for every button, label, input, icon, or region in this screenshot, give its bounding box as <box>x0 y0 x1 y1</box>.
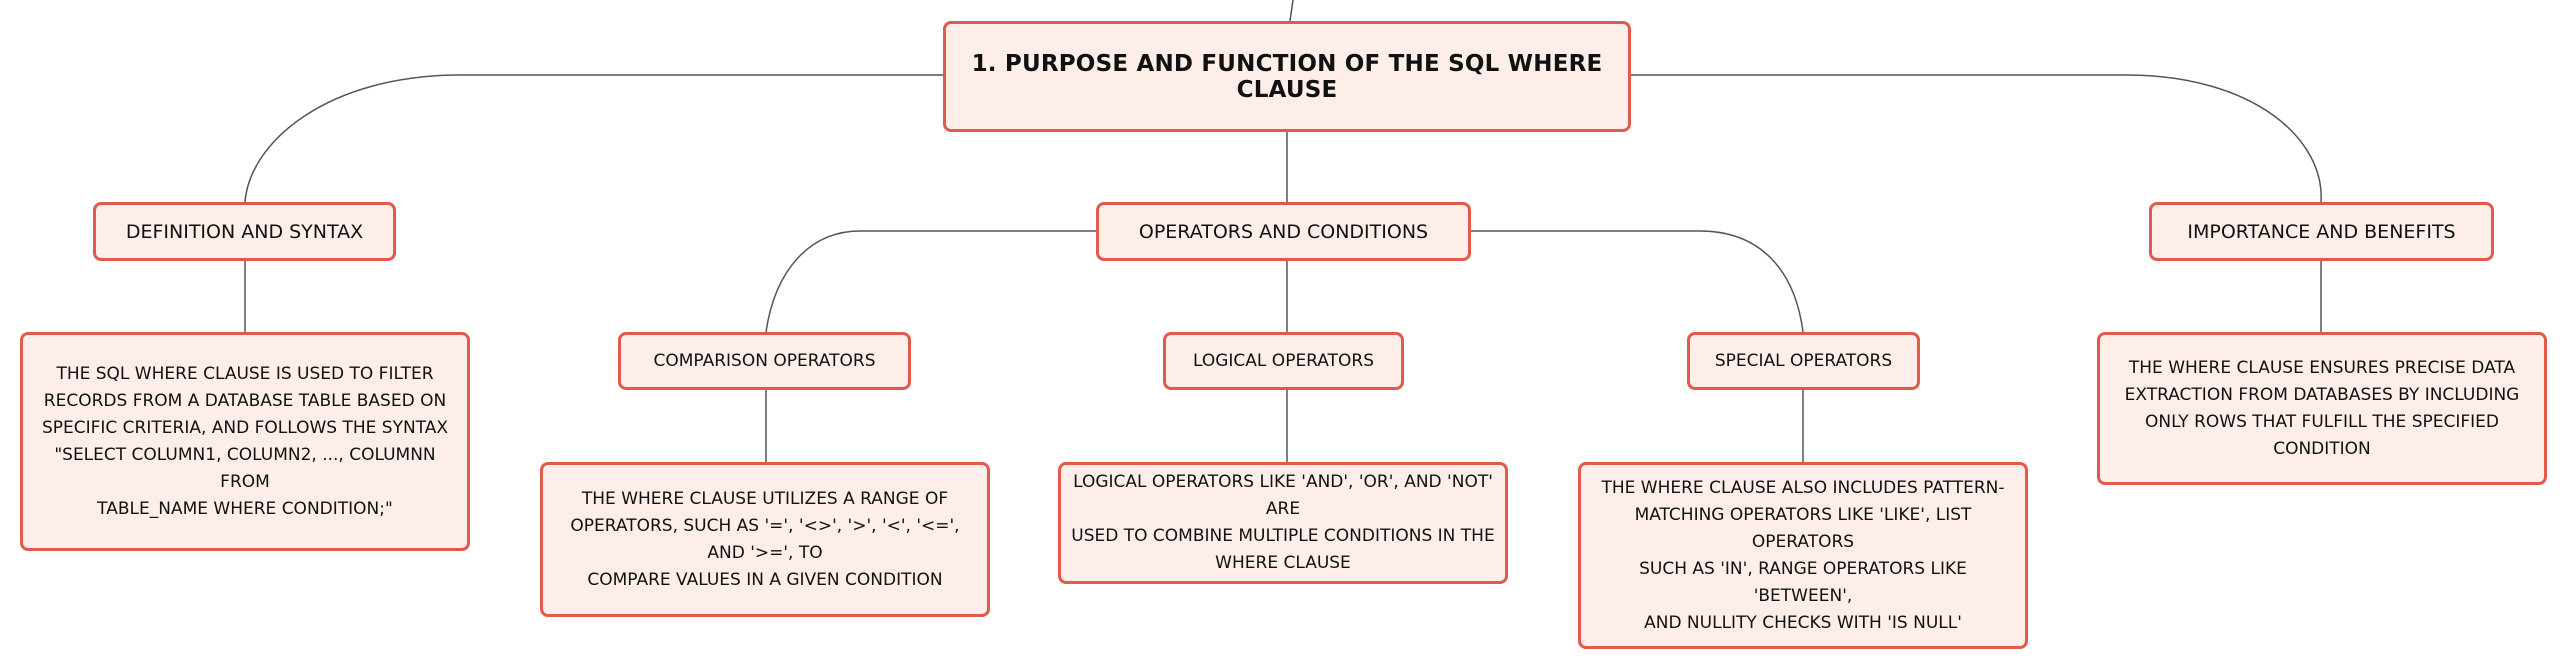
detail-text: THE SQL WHERE CLAUSE IS USED TO FILTER R… <box>31 361 459 523</box>
detail-line: THE WHERE CLAUSE ALSO INCLUDES PATTERN- <box>1601 477 2005 498</box>
detail-line: MATCHING OPERATORS LIKE 'LIKE', LIST OPE… <box>1634 504 1972 552</box>
detail-text: THE WHERE CLAUSE UTILIZES A RANGE OF OPE… <box>551 486 979 594</box>
detail-line: TABLE_NAME WHERE CONDITION;" <box>97 498 393 519</box>
detail-comparison-operators[interactable]: THE WHERE CLAUSE UTILIZES A RANGE OF OPE… <box>540 462 990 617</box>
detail-text: LOGICAL OPERATORS LIKE 'AND', 'OR', AND … <box>1069 469 1497 577</box>
subtopic-logical-operators[interactable]: LOGICAL OPERATORS <box>1163 332 1404 390</box>
connector-operators-to-special <box>1471 230 1804 333</box>
topic-importance-and-benefits[interactable]: IMPORTANCE AND BENEFITS <box>2149 202 2494 261</box>
detail-line: EXTRACTION FROM DATABASES BY INCLUDING <box>2124 384 2520 405</box>
detail-importance-and-benefits[interactable]: THE WHERE CLAUSE ENSURES PRECISE DATA EX… <box>2097 332 2547 485</box>
connector-root-to-definition <box>244 74 943 203</box>
detail-line: RECORDS FROM A DATABASE TABLE BASED ON <box>43 390 447 411</box>
detail-line: CONDITION <box>2273 438 2371 459</box>
root-node[interactable]: 1. PURPOSE AND FUNCTION OF THE SQL WHERE… <box>943 21 1631 132</box>
connector-root-to-importance <box>1631 74 2322 203</box>
detail-line: "SELECT COLUMN1, COLUMN2, ..., COLUMNN F… <box>54 444 436 492</box>
detail-line: LOGICAL OPERATORS LIKE 'AND', 'OR', AND … <box>1073 472 1493 519</box>
subtopic-title: SPECIAL OPERATORS <box>1714 351 1893 371</box>
topic-title: IMPORTANCE AND BENEFITS <box>2187 220 2456 243</box>
topic-operators-and-conditions[interactable]: OPERATORS AND CONDITIONS <box>1096 202 1471 261</box>
connector-operators-to-comparison <box>765 230 1096 333</box>
detail-line: SPECIFIC CRITERIA, AND FOLLOWS THE SYNTA… <box>41 417 449 438</box>
detail-line: OPERATORS, SUCH AS '=', '<>', '>', '<', … <box>570 515 960 563</box>
topic-title: DEFINITION AND SYNTAX <box>125 220 364 243</box>
detail-line: USED TO COMBINE MULTIPLE CONDITIONS IN T… <box>1071 526 1495 546</box>
subtopic-title: LOGICAL OPERATORS <box>1193 351 1374 371</box>
detail-definition-and-syntax[interactable]: THE SQL WHERE CLAUSE IS USED TO FILTER R… <box>20 332 470 551</box>
detail-text: THE WHERE CLAUSE ALSO INCLUDES PATTERN- … <box>1589 475 2017 637</box>
topic-title: OPERATORS AND CONDITIONS <box>1138 220 1429 243</box>
detail-line: WHERE CLAUSE <box>1215 553 1351 573</box>
detail-line: SUCH AS 'IN', RANGE OPERATORS LIKE 'BETW… <box>1639 558 1967 606</box>
root-title: 1. PURPOSE AND FUNCTION OF THE SQL WHERE… <box>971 50 1603 103</box>
topic-definition-and-syntax[interactable]: DEFINITION AND SYNTAX <box>93 202 396 261</box>
connector-parent-to-root <box>1289 0 1294 22</box>
detail-line: THE WHERE CLAUSE UTILIZES A RANGE OF <box>581 488 949 509</box>
detail-line: THE WHERE CLAUSE ENSURES PRECISE DATA <box>2128 357 2516 378</box>
subtopic-special-operators[interactable]: SPECIAL OPERATORS <box>1687 332 1920 390</box>
detail-line: AND NULLITY CHECKS WITH 'IS NULL' <box>1644 612 1962 633</box>
detail-line: THE SQL WHERE CLAUSE IS USED TO FILTER <box>56 363 434 384</box>
subtopic-title: COMPARISON OPERATORS <box>653 351 876 371</box>
detail-special-operators[interactable]: THE WHERE CLAUSE ALSO INCLUDES PATTERN- … <box>1578 462 2028 649</box>
detail-text: THE WHERE CLAUSE ENSURES PRECISE DATA EX… <box>2125 355 2520 463</box>
detail-logical-operators[interactable]: LOGICAL OPERATORS LIKE 'AND', 'OR', AND … <box>1058 462 1508 584</box>
subtopic-comparison-operators[interactable]: COMPARISON OPERATORS <box>618 332 911 390</box>
detail-line: ONLY ROWS THAT FULFILL THE SPECIFIED <box>2145 411 2499 432</box>
detail-line: COMPARE VALUES IN A GIVEN CONDITION <box>587 569 943 590</box>
